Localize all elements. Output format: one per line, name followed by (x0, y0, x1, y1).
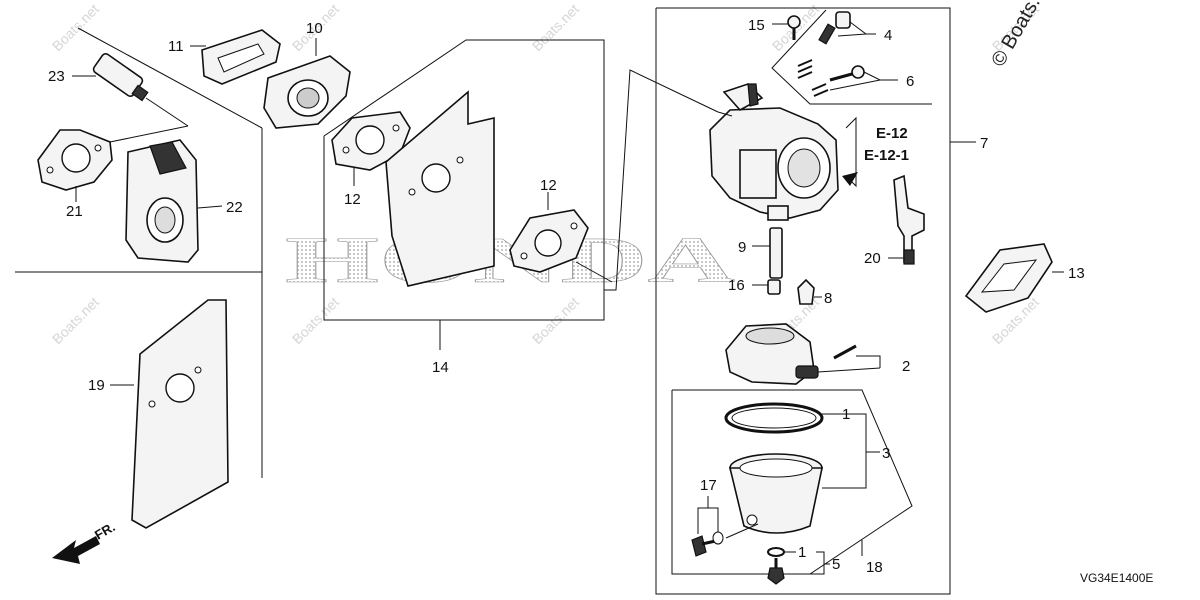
part-9-jet (752, 227, 783, 279)
part-23-pin (72, 52, 189, 127)
part-6-screw-set (811, 65, 898, 97)
callout-12-lower: 12 (540, 177, 557, 194)
callout-19: 19 (88, 377, 105, 394)
part-11-gasket (190, 29, 281, 85)
callout-5: 5 (832, 556, 840, 573)
part-17-bolt (691, 496, 759, 557)
callout-16: 16 (728, 277, 745, 294)
callout-9: 9 (738, 239, 746, 256)
callout-18: 18 (866, 559, 883, 576)
part-13-gasket (964, 243, 1064, 313)
callout-8: 8 (824, 290, 832, 307)
callout-10: 10 (306, 20, 323, 37)
callout-15: 15 (748, 17, 765, 34)
part-5-drain-bolt (767, 547, 830, 585)
part-1-o-ring (724, 402, 842, 434)
reference-block: E-12 E-12-1 (842, 116, 909, 188)
part-21-gasket (37, 125, 189, 202)
part-4-screw-kit (797, 11, 876, 79)
callout-1-lower: 1 (798, 544, 806, 561)
callout-17: 17 (700, 477, 717, 494)
carburetor-body (709, 83, 839, 221)
callout-3: 3 (882, 445, 890, 462)
callout-7: 7 (980, 135, 988, 152)
callout-12-upper: 12 (344, 191, 361, 208)
float-bowl (728, 413, 880, 534)
callout-11: 11 (168, 38, 184, 55)
callout-22: 22 (226, 199, 243, 216)
watermark-text: Boats.net (49, 1, 102, 54)
callout-2: 2 (902, 358, 910, 375)
watermark-text: Boats.net (289, 294, 342, 347)
part-7-assembly-frame (655, 7, 976, 595)
watermark-text: Boats.net (529, 294, 582, 347)
watermark-text: Boats.net (529, 1, 582, 54)
catalog-code: VG34E1400E (1080, 571, 1153, 585)
float-assembly (725, 323, 881, 385)
part-19-shield (110, 299, 229, 529)
part-22-insulator (125, 139, 223, 263)
honda-brand-mark: HONDA (285, 224, 736, 297)
callout-4: 4 (884, 27, 892, 44)
part-16-jet (752, 279, 781, 295)
part-14-group-frame (323, 39, 719, 350)
sub-kit-frame (771, 9, 932, 105)
left-section-frame (15, 27, 263, 478)
front-arrow: FR. (52, 519, 118, 564)
reference-e12: E-12 (876, 125, 908, 142)
part-12-gasket-lower (509, 192, 613, 283)
part-12-gasket-upper (331, 111, 411, 186)
part-10-insulator (263, 38, 351, 129)
callout-6: 6 (906, 73, 914, 90)
callout-1-upper: 1 (842, 406, 850, 423)
part-20-lever (888, 174, 925, 265)
reference-e12-1: E-12-1 (864, 147, 909, 164)
part-15-screw (772, 15, 801, 40)
callouts: 23 21 22 11 10 12 12 14 19 15 4 6 7 9 20… (48, 17, 1085, 576)
part-14-heat-shield (385, 90, 495, 287)
callout-23: 23 (48, 68, 65, 85)
callout-14: 14 (432, 359, 449, 376)
watermark-text: Boats.net (49, 294, 102, 347)
callout-21: 21 (66, 203, 83, 220)
part-8-jet (797, 278, 822, 305)
part-18-group-frame (671, 389, 913, 575)
callout-13: 13 (1068, 265, 1085, 282)
callout-20: 20 (864, 250, 881, 267)
